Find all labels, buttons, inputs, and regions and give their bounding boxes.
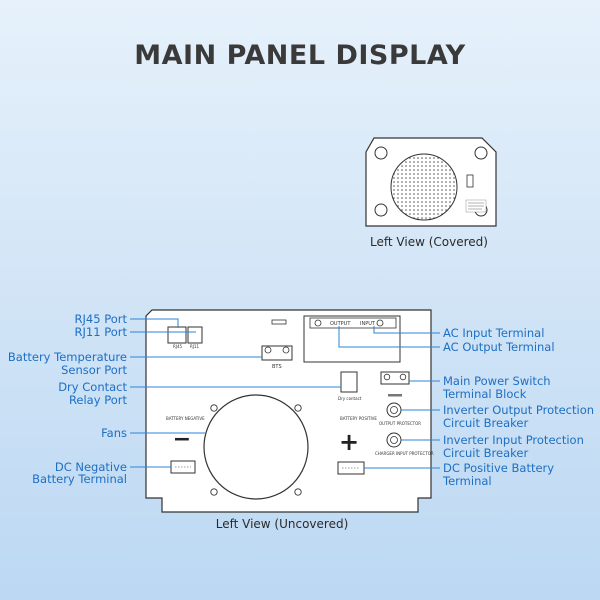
output-protector-marking: OUTPUT PROTECTOR xyxy=(379,421,421,426)
leader-ac-output xyxy=(338,326,440,348)
inverter-input-breaker xyxy=(386,432,402,448)
label-main-switch-2: Terminal Block xyxy=(442,387,527,401)
output-marking: OUTPUT xyxy=(330,321,351,327)
label-dry-contact-1: Dry Contact xyxy=(58,380,127,394)
battery-negative-marking: BATTERY NEGATIVE xyxy=(166,416,205,421)
label-rj11-port: RJ11 Port xyxy=(75,325,128,339)
leader-ac-input xyxy=(373,326,440,334)
covered-screw-hole xyxy=(474,146,488,160)
label-inv-input-1: Inverter Input Protection xyxy=(443,433,584,447)
label-inv-output-1: Inverter Output Protection xyxy=(443,403,594,417)
inverter-output-breaker xyxy=(386,402,402,418)
rj11-marking: RJ11 xyxy=(190,344,200,349)
leader-lines xyxy=(130,318,440,469)
label-dc-negative-2: Battery Terminal xyxy=(32,472,127,486)
label-battery-temp-1: Battery Temperature xyxy=(8,350,127,364)
label-inv-output-2: Circuit Breaker xyxy=(443,416,528,430)
covered-screw-hole xyxy=(374,146,388,160)
label-rj45-port: RJ45 Port xyxy=(75,312,128,326)
rj45-port xyxy=(167,326,187,344)
top-slot xyxy=(271,319,287,325)
covered-screw-hole xyxy=(374,203,388,217)
input-marking: INPUT xyxy=(360,321,376,327)
label-dc-positive-1: DC Positive Battery xyxy=(443,461,554,475)
uncovered-view: OUTPUT INPUT RJ45 RJ11 BTS Dry contact O… xyxy=(145,309,434,513)
page-title: MAIN PANEL DISPLAY xyxy=(134,40,466,71)
charger-input-protector-marking: CHARGER INPUT PROTECTOR xyxy=(375,451,434,456)
covered-fan-grille xyxy=(390,153,458,221)
fan-screw-hole xyxy=(294,488,302,496)
label-ac-output: AC Output Terminal xyxy=(443,340,555,354)
covered-view xyxy=(365,137,497,227)
rj11-port xyxy=(187,326,203,344)
plus-sign: + xyxy=(339,428,359,456)
label-ac-input: AC Input Terminal xyxy=(443,326,544,340)
label-fans: Fans xyxy=(101,426,127,440)
label-battery-temp-2: Sensor Port xyxy=(61,363,127,377)
fan-screw-hole xyxy=(294,404,302,412)
ac-terminal-strip xyxy=(309,317,397,329)
battery-positive-marking: BATTERY POSITIVE xyxy=(340,416,377,421)
dc-negative-terminal xyxy=(170,460,196,474)
uncovered-view-caption: Left View (Uncovered) xyxy=(216,517,349,531)
covered-view-caption: Left View (Covered) xyxy=(370,235,488,249)
dry-contact-marking: Dry contact xyxy=(338,396,362,401)
bts-marking: BTS xyxy=(272,364,282,370)
dry-contact-port xyxy=(340,371,358,393)
fan-screw-hole xyxy=(210,404,218,412)
leader-rj45 xyxy=(130,318,179,328)
label-inv-input-2: Circuit Breaker xyxy=(443,446,528,460)
label-dc-positive-2: Terminal xyxy=(442,474,492,488)
fan xyxy=(203,394,309,500)
label-dc-negative-1: DC Negative xyxy=(55,460,127,474)
rj45-marking: RJ45 xyxy=(173,344,183,349)
label-main-switch-1: Main Power Switch xyxy=(443,374,551,388)
fan-screw-hole xyxy=(210,488,218,496)
minus-sign: − xyxy=(173,427,191,452)
covered-switch xyxy=(466,174,474,188)
label-dry-contact-2: Relay Port xyxy=(69,393,128,407)
